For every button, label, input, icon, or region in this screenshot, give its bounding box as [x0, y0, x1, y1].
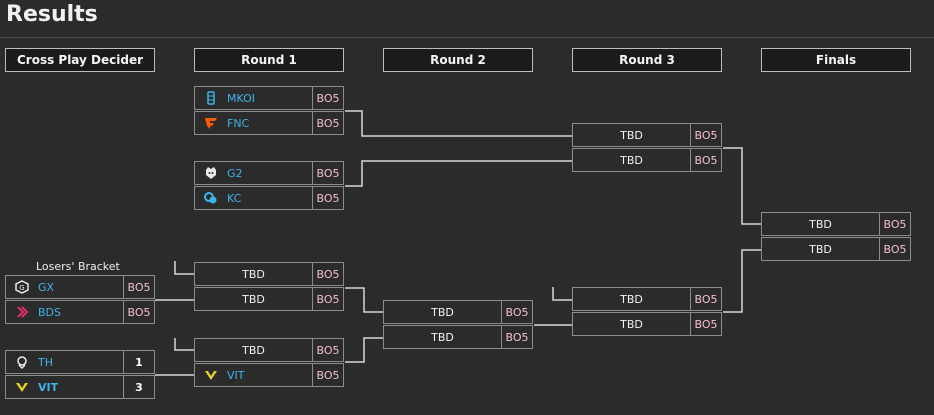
mkoi-logo-icon	[203, 90, 219, 106]
match-row-tbd[interactable]: TBD BO5	[383, 300, 533, 324]
team-name: TBD	[383, 325, 501, 349]
vitality-logo-icon	[203, 367, 219, 383]
match-format: BO5	[690, 148, 722, 172]
match-row-vit-winner[interactable]: VIT 3	[5, 375, 155, 399]
team-name: TBD	[194, 338, 312, 362]
match-format: BO5	[312, 186, 344, 210]
match-format: BO5	[312, 287, 344, 311]
heretics-logo-icon	[14, 354, 30, 370]
match-format: BO5	[312, 363, 344, 387]
team-name: G2	[227, 166, 243, 180]
match-row-vit[interactable]: VIT BO5	[194, 363, 344, 387]
match-score: 1	[123, 350, 155, 374]
match-row-bds[interactable]: BDS BO5	[5, 300, 155, 324]
losers-bracket-label: Losers' Bracket	[36, 260, 120, 273]
match-score: 3	[123, 375, 155, 399]
team-name: TBD	[761, 212, 879, 236]
team-name: GX	[38, 280, 55, 294]
team-name: TBD	[572, 148, 690, 172]
match-row-kc[interactable]: KC BO5	[194, 186, 344, 210]
title-divider	[0, 37, 934, 38]
match-row-th[interactable]: TH 1	[5, 350, 155, 374]
vitality-logo-icon	[14, 379, 30, 395]
match-row-tbd[interactable]: TBD BO5	[572, 287, 722, 311]
match-format: BO5	[690, 287, 722, 311]
match-format: BO5	[879, 237, 911, 261]
match-row-tbd[interactable]: TBD BO5	[761, 212, 911, 236]
match-format: BO5	[312, 86, 344, 110]
team-name: TBD	[194, 287, 312, 311]
team-name: TH	[38, 355, 53, 369]
match-row-tbd[interactable]: TBD BO5	[572, 312, 722, 336]
match-row-tbd[interactable]: TBD BO5	[572, 148, 722, 172]
round-header-round-1: Round 1	[194, 48, 344, 72]
match-row-tbd[interactable]: TBD BO5	[194, 262, 344, 286]
fnatic-logo-icon	[203, 115, 219, 131]
match-format: BO5	[312, 262, 344, 286]
round-header-cross-play: Cross Play Decider	[5, 48, 155, 72]
match-row-tbd[interactable]: TBD BO5	[194, 287, 344, 311]
round-header-round-3: Round 3	[572, 48, 722, 72]
team-name: TBD	[383, 300, 501, 324]
match-row-tbd[interactable]: TBD BO5	[572, 123, 722, 147]
match-row-tbd[interactable]: TBD BO5	[194, 338, 344, 362]
team-name: TBD	[572, 287, 690, 311]
svg-text:G: G	[19, 284, 24, 292]
match-format: BO5	[879, 212, 911, 236]
match-row-tbd[interactable]: TBD BO5	[383, 325, 533, 349]
match-row-fnc[interactable]: FNC BO5	[194, 111, 344, 135]
team-name: MKOI	[227, 91, 256, 105]
match-row-mkoi[interactable]: MKOI BO5	[194, 86, 344, 110]
match-format: BO5	[123, 275, 155, 299]
g2-logo-icon	[203, 165, 219, 181]
team-name: TBD	[572, 123, 690, 147]
team-name: VIT	[227, 368, 245, 382]
karmine-logo-icon	[203, 190, 219, 206]
team-name: KC	[227, 191, 242, 205]
match-format: BO5	[312, 161, 344, 185]
match-row-gx[interactable]: G GX BO5	[5, 275, 155, 299]
match-row-tbd[interactable]: TBD BO5	[761, 237, 911, 261]
match-format: BO5	[690, 123, 722, 147]
match-format: BO5	[312, 338, 344, 362]
team-name: BDS	[38, 305, 61, 319]
team-name: TBD	[194, 262, 312, 286]
bds-logo-icon	[14, 304, 30, 320]
match-row-g2[interactable]: G2 BO5	[194, 161, 344, 185]
page-title: Results	[6, 2, 98, 27]
team-name: TBD	[761, 237, 879, 261]
match-format: BO5	[690, 312, 722, 336]
match-format: BO5	[123, 300, 155, 324]
team-name: VIT	[38, 380, 59, 394]
giantx-logo-icon: G	[14, 279, 30, 295]
round-header-finals: Finals	[761, 48, 911, 72]
match-format: BO5	[501, 300, 533, 324]
match-format: BO5	[312, 111, 344, 135]
round-header-round-2: Round 2	[383, 48, 533, 72]
team-name: FNC	[227, 116, 250, 130]
match-format: BO5	[501, 325, 533, 349]
team-name: TBD	[572, 312, 690, 336]
